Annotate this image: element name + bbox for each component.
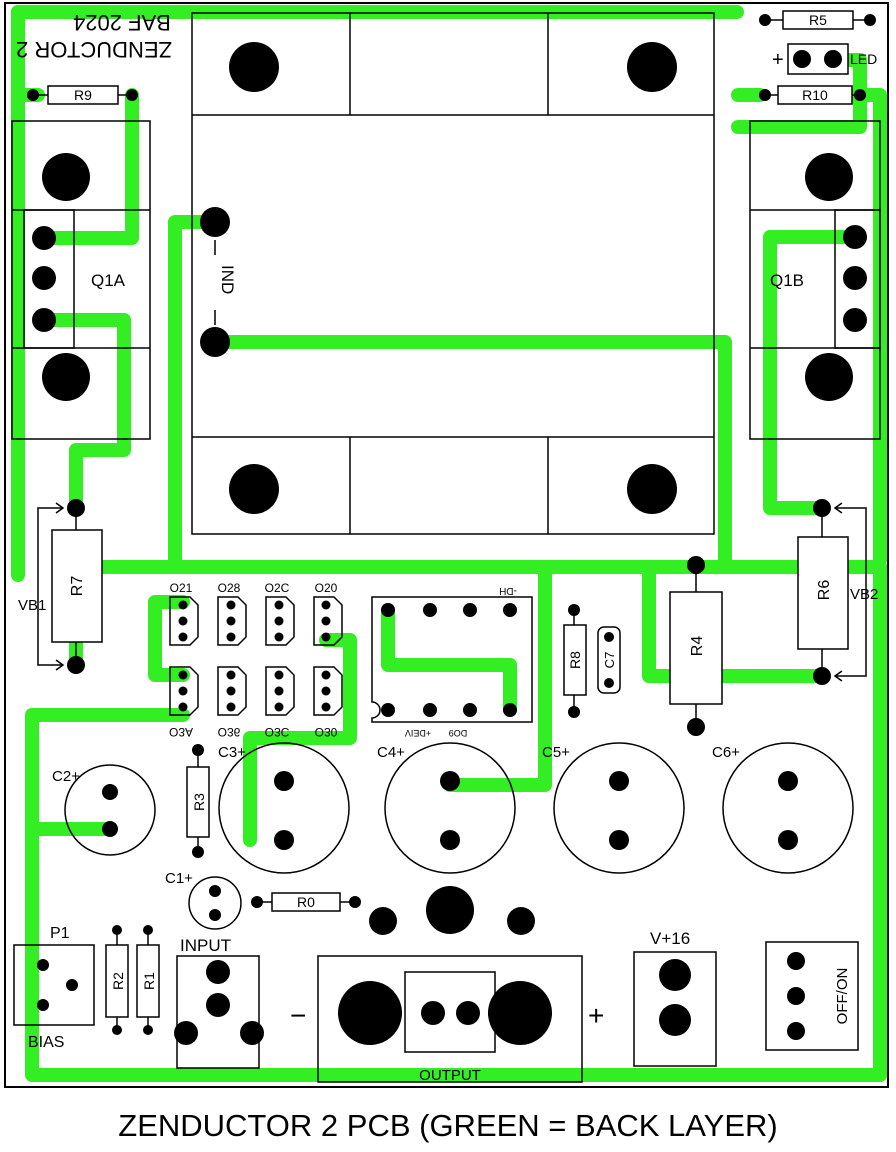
heatsink-area bbox=[191, 12, 715, 535]
ind-pad-bottom bbox=[200, 327, 230, 357]
led-label: LED bbox=[850, 51, 877, 67]
ic-bot-label-2: DO9 bbox=[449, 728, 468, 738]
r2-label: R2 bbox=[110, 972, 126, 990]
j-bot-label-2: O36 bbox=[218, 725, 241, 739]
jumper-top-4: O20 bbox=[313, 581, 343, 646]
trimmer-vb1-r7: R7 VB1 bbox=[18, 499, 103, 674]
jumper-top-3: O2C bbox=[265, 581, 295, 646]
input-label: INPUT bbox=[180, 936, 231, 955]
switch-off-on: OFF/ON bbox=[765, 941, 859, 1051]
board-caption: ZENDUCTOR 2 PCB (GREEN = BACK LAYER) bbox=[118, 1108, 778, 1143]
j-bot-label-1: O3A bbox=[169, 725, 193, 739]
jumper-top-2: O28 bbox=[217, 581, 247, 646]
ic-dip8: -DH +DEIV DO9 bbox=[371, 585, 533, 738]
c5-label: C5+ bbox=[542, 744, 570, 761]
capacitor-c6: C6+ bbox=[712, 742, 854, 874]
r4-label: R4 bbox=[689, 636, 706, 657]
j-bot-label-4: O30 bbox=[315, 725, 338, 739]
jumper-bot-4: O30 bbox=[313, 666, 343, 739]
r3-label: R3 bbox=[191, 793, 207, 811]
pot-p1: P1 BIAS bbox=[13, 925, 95, 1051]
jumper-top-1: O21 bbox=[169, 581, 199, 646]
capacitor-c5: C5+ bbox=[542, 742, 685, 874]
c4-label: C4+ bbox=[377, 744, 405, 761]
ic-bot-label-1: +DEIV bbox=[405, 728, 431, 738]
jumper-bot-1: O3A bbox=[169, 666, 199, 739]
transistor-q1b: Q1B bbox=[749, 120, 881, 440]
resistor-r2: R2 bbox=[105, 925, 129, 1035]
output-minus: − bbox=[290, 1000, 306, 1031]
c6-label: C6+ bbox=[712, 744, 740, 761]
pad bbox=[369, 907, 397, 935]
c3-label: C3+ bbox=[218, 744, 246, 761]
offon-label: OFF/ON bbox=[834, 968, 851, 1025]
c1-label: C1+ bbox=[165, 870, 193, 887]
j-top-label-1: O21 bbox=[170, 581, 193, 595]
c7-label: C7 bbox=[602, 652, 617, 669]
q1a-label: Q1A bbox=[91, 271, 126, 290]
jumper-array: O21 O28 O2C O20 O3A O36 bbox=[169, 581, 343, 739]
resistor-r3: R3 bbox=[186, 744, 210, 858]
resistor-r0: R0 bbox=[251, 892, 361, 912]
power-connector: V+16 bbox=[633, 929, 717, 1067]
resistor-r9: R9 bbox=[27, 85, 138, 105]
q1b-label: Q1B bbox=[770, 271, 804, 290]
p1-label: P1 bbox=[50, 925, 70, 942]
j-bot-label-3: O3C bbox=[265, 725, 290, 739]
r7-label: R7 bbox=[69, 576, 86, 597]
c2-label: C2+ bbox=[52, 768, 80, 785]
author-text: BAF 2024 bbox=[73, 10, 171, 35]
capacitor-c3: C3+ bbox=[218, 742, 350, 874]
r8-label: R8 bbox=[567, 651, 583, 669]
pad bbox=[507, 907, 535, 935]
vb2-label: VB2 bbox=[850, 586, 878, 603]
vb1-label: VB1 bbox=[18, 597, 46, 614]
pad bbox=[426, 886, 474, 934]
trimmer-vb2-r6: R6 VB2 bbox=[797, 499, 878, 685]
led-plus: + bbox=[772, 49, 784, 71]
j-top-label-3: O2C bbox=[265, 581, 290, 595]
title-text: ZENDUCTOR 2 bbox=[16, 37, 172, 62]
mounting-hole bbox=[229, 464, 279, 514]
r0-label: R0 bbox=[297, 894, 315, 910]
mounting-hole bbox=[627, 464, 677, 514]
bias-label: BIAS bbox=[28, 1034, 64, 1051]
resistor-r10: R10 bbox=[759, 85, 866, 105]
v16-label: V+16 bbox=[650, 929, 690, 948]
board-outline bbox=[4, 2, 889, 1088]
r6-label: R6 bbox=[816, 580, 833, 601]
output-connector: − + OUTPUT bbox=[290, 955, 604, 1084]
j-top-label-2: O28 bbox=[218, 581, 241, 595]
r10-label: R10 bbox=[802, 87, 828, 103]
resistor-r8: R8 bbox=[563, 604, 587, 718]
resistor-r4: R4 bbox=[669, 556, 723, 736]
capacitor-c2: C2+ bbox=[52, 764, 156, 856]
output-plus: + bbox=[588, 1000, 604, 1031]
ic-top-label: -DH bbox=[499, 585, 517, 596]
jumper-bot-3: O3C bbox=[265, 666, 295, 739]
ind-pad-top bbox=[200, 207, 230, 237]
mounting-hole bbox=[627, 42, 677, 92]
j-top-label-4: O20 bbox=[315, 581, 338, 595]
ind-label: IND bbox=[218, 265, 237, 294]
capacitor-c4: C4+ bbox=[377, 742, 516, 874]
resistor-r1: R1 bbox=[136, 925, 160, 1035]
input-connector: INPUT bbox=[174, 936, 264, 1069]
jumper-bot-2: O36 bbox=[217, 666, 247, 739]
capacitor-c1: C1+ bbox=[165, 870, 242, 930]
r5-label: R5 bbox=[809, 12, 827, 28]
output-label: OUTPUT bbox=[419, 1067, 481, 1084]
mounting-hole bbox=[229, 42, 279, 92]
r9-label: R9 bbox=[74, 87, 92, 103]
resistor-r5: R5 bbox=[759, 10, 876, 30]
led: + LED bbox=[772, 43, 877, 75]
transistor-q1a: Q1A bbox=[11, 120, 151, 440]
capacitor-c7: C7 bbox=[597, 626, 621, 694]
r1-label: R1 bbox=[141, 972, 157, 990]
board-title-mirrored: BAF 2024 ZENDUCTOR 2 bbox=[16, 10, 172, 62]
